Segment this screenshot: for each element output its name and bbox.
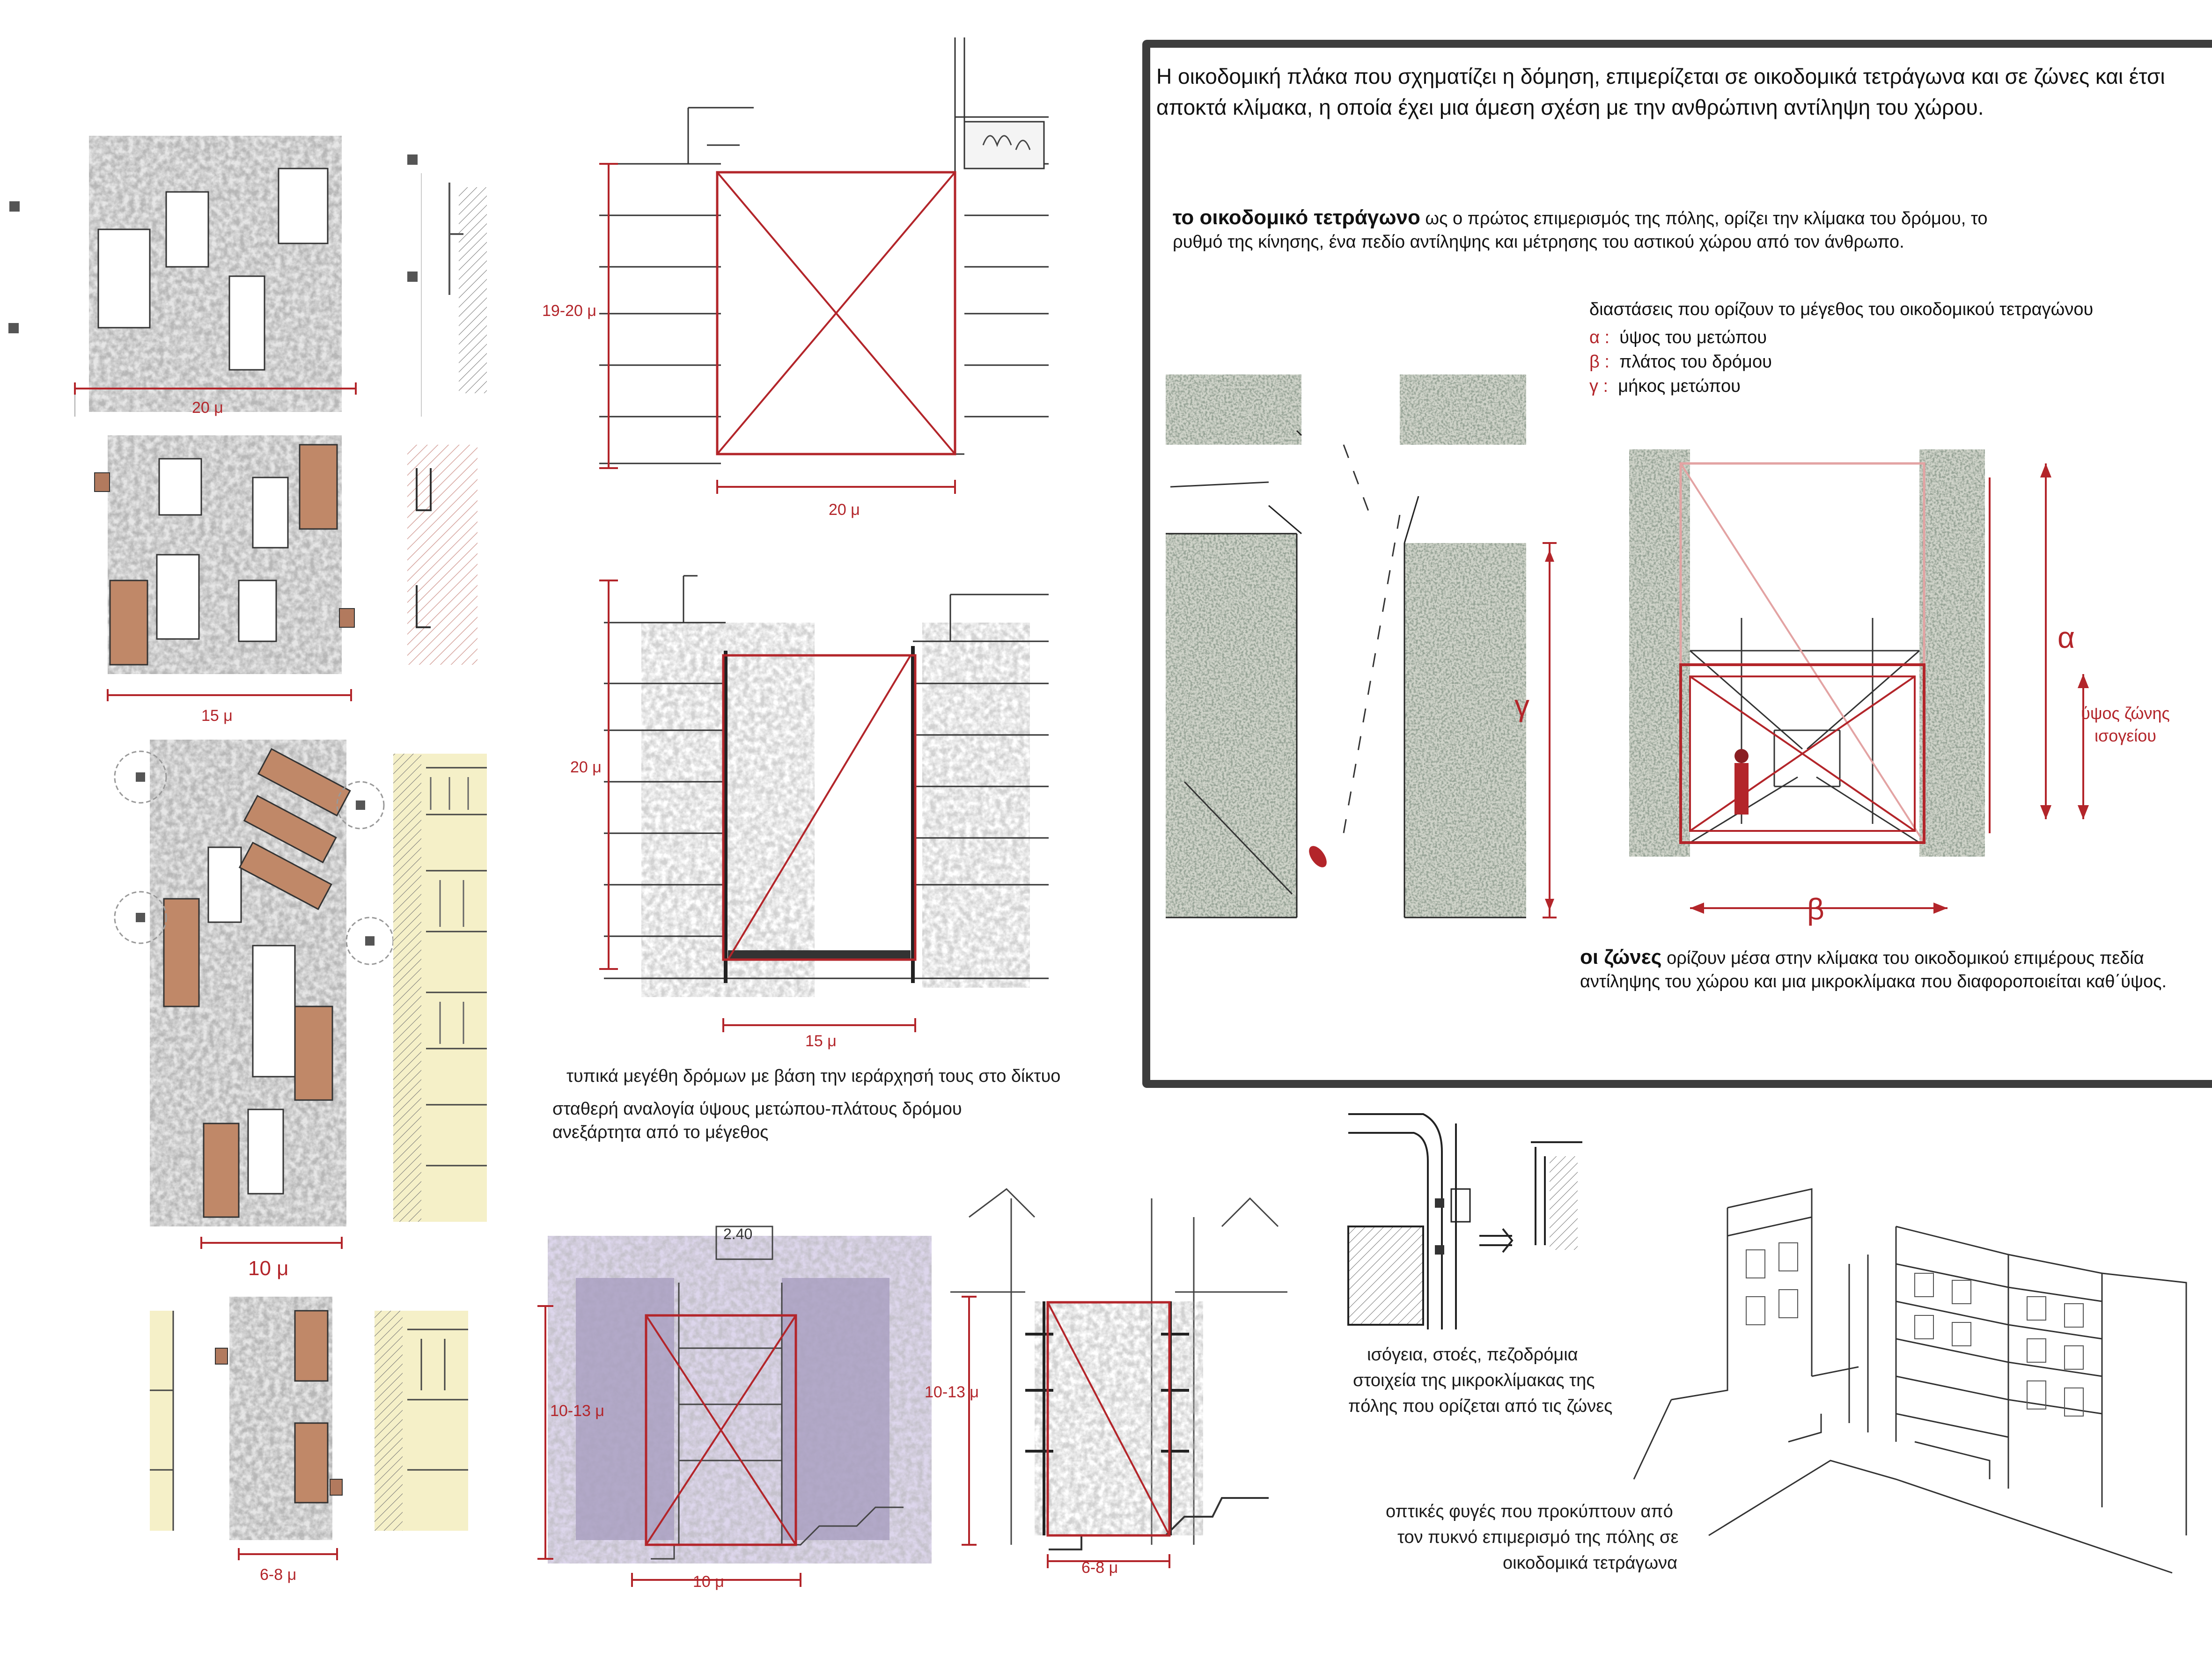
- city-perspective-sketch: [1633, 1188, 2187, 1574]
- section-2-height-label: 20 μ: [570, 758, 602, 776]
- section-1-height-label: 19-20 μ: [542, 302, 596, 320]
- dimension-line-10m: [200, 1237, 343, 1249]
- section-6-8m: [950, 1188, 1287, 1568]
- dim-gamma: γ : μήκος μετώπου: [1589, 374, 1772, 398]
- section-15m: [599, 575, 1049, 1032]
- plan-block-10m: [114, 740, 487, 1226]
- block-term: το οικοδομικό τετράγωνο: [1173, 206, 1420, 229]
- dims-title: διαστάσεις που ορίζουν το μέγεθος του οι…: [1589, 300, 2094, 319]
- block-paragraph: το οικοδομικό τετράγωνο ως ο πρώτος επιμ…: [1173, 206, 2025, 254]
- dimension-line-6-8m: [238, 1548, 338, 1560]
- zones-paragraph: οι ζώνες ορίζουν μέσα στην κλίμακα του ο…: [1580, 946, 2189, 993]
- ground-zone-label: ύψος ζώνης ισογείου: [2081, 704, 2170, 745]
- dim-key: α :: [1589, 328, 1610, 347]
- section-3-width-label: 10 μ: [693, 1573, 724, 1591]
- dim-text: μήκος μετώπου: [1618, 376, 1741, 396]
- section-3-height-label: 10-13 μ: [550, 1402, 604, 1420]
- gamma-label: γ: [1514, 689, 1529, 722]
- section-4-width-label: 6-8 μ: [1081, 1559, 1118, 1577]
- caption-views-line2: τον πυκνό επιμερισμό της πόλης σε: [1397, 1527, 1679, 1547]
- alpha-dimension-arrow: [2040, 463, 2051, 819]
- dimension-line-20m: [74, 382, 357, 395]
- zones-term: οι ζώνες: [1580, 946, 1662, 969]
- beta-label: β: [1807, 892, 1824, 926]
- section-3-note: 2.40: [723, 1226, 753, 1242]
- plan-label-15m: 15 μ: [201, 707, 233, 725]
- caption-micro-line2: στοιχεία της μικροκλίμακας της: [1353, 1371, 1595, 1390]
- plan-block-15m: [94, 435, 478, 674]
- street-perspective-sketch: [1629, 449, 1991, 914]
- dim-beta: β : πλάτος του δρόμου: [1589, 350, 1772, 374]
- section-1-width-label: 20 μ: [829, 501, 860, 519]
- caption-views-line1: οπτικές φυγές που προκύπτουν από: [1386, 1502, 1673, 1521]
- dim-text: πλάτος του δρόμου: [1619, 352, 1772, 372]
- section-4-height-label: 10-13 μ: [925, 1383, 979, 1401]
- panel-intro-text: Η οικοδομική πλάκα που σχηματίζει η δόμη…: [1156, 64, 2165, 119]
- arcade-plan-sketch: [1347, 1113, 1582, 1329]
- zones-text: ορίζουν μέσα στην κλίμακα του οικοδομικο…: [1580, 948, 2167, 991]
- plan-block-6-8m: [150, 1297, 468, 1540]
- plan-label-20m: 20 μ: [192, 399, 223, 417]
- caption-micro-line1: ισόγεια, στοές, πεζοδρόμια: [1367, 1345, 1578, 1365]
- caption-ratio-line2: ανεξάρτητα από το μέγεθος: [552, 1123, 769, 1142]
- section-20m: [599, 37, 1049, 494]
- street-plan-sketch: [1166, 374, 1557, 918]
- caption-micro-line3: πόλης που ορίζεται από τις ζώνες: [1348, 1396, 1613, 1416]
- alpha-label: α: [2058, 621, 2075, 654]
- dims-list: α : ύψος του μετώπου β : πλάτος του δρόμ…: [1589, 325, 1772, 398]
- dim-text: ύψος του μετώπου: [1619, 328, 1767, 347]
- dim-alpha: α : ύψος του μετώπου: [1589, 325, 1772, 350]
- section-10m: [537, 1226, 932, 1587]
- plan-block-20m: [8, 136, 487, 417]
- ground-zone-arrow: [2078, 674, 2089, 819]
- caption-views-line3: οικοδομικά τετράγωνα: [1503, 1553, 1678, 1573]
- plan-label-6-8m: 6-8 μ: [260, 1566, 297, 1584]
- caption-street-sizes: τυπικά μεγέθη δρόμων με βάση την ιεράρχη…: [566, 1066, 1061, 1086]
- block-text: ως ο πρώτος επιμερισμός της πόλης, ορίζε…: [1173, 209, 1988, 252]
- dim-key: γ :: [1589, 376, 1609, 396]
- dimension-line-15m: [107, 689, 352, 701]
- caption-ratio-line1: σταθερή αναλογία ύψους μετώπου-πλάτους δ…: [552, 1099, 962, 1119]
- plan-label-10m: 10 μ: [248, 1257, 289, 1280]
- section-2-width-label: 15 μ: [805, 1032, 837, 1050]
- dim-key: β :: [1589, 352, 1609, 372]
